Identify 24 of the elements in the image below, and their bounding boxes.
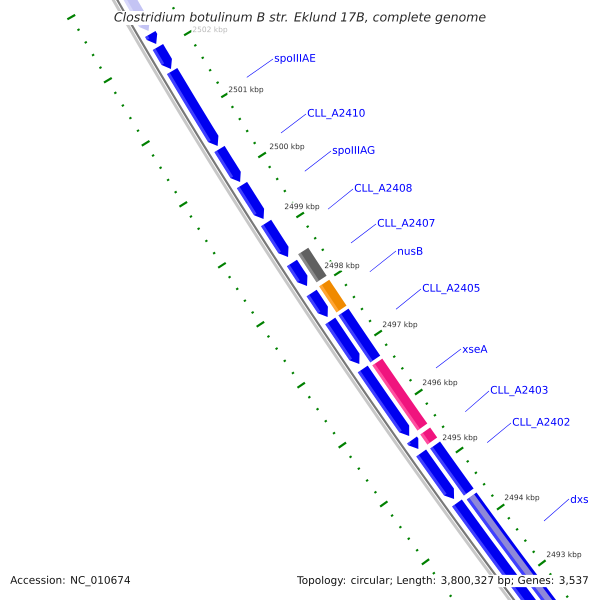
- gene-label: CLL_A2410: [308, 108, 365, 120]
- gene-label: CLL_A2407: [378, 218, 434, 230]
- leader-line: [544, 498, 570, 522]
- gene-label: spoIIIAG: [332, 146, 374, 156]
- leader-line: [370, 250, 396, 272]
- footer-text: Accession: NC_010674: [9, 574, 132, 588]
- gene-label: spoIIIAE: [274, 54, 316, 64]
- leader-line: [436, 348, 462, 368]
- leader-line: [396, 288, 422, 310]
- leader-line: [246, 58, 274, 78]
- footer-text: Topology: circular; Length: 3,800,327 bp; Genes: 3,537: [296, 574, 590, 588]
- leader-line: [304, 150, 332, 172]
- leader-line: [280, 114, 306, 134]
- leader-line: [328, 188, 354, 210]
- leader-line: [350, 224, 376, 244]
- gene-label: dxs: [570, 494, 588, 504]
- gene-label: CLL_A2403: [490, 386, 548, 396]
- gene-label: CLL_A2405: [422, 284, 480, 294]
- leader-line: [464, 390, 490, 412]
- gene-label: CLL_A2402: [512, 418, 570, 428]
- gene-label: CLL_A2408: [354, 184, 412, 194]
- leader-line: [486, 422, 512, 443]
- gene-label: nusB: [398, 247, 422, 255]
- gene-label: xseA: [462, 345, 488, 353]
